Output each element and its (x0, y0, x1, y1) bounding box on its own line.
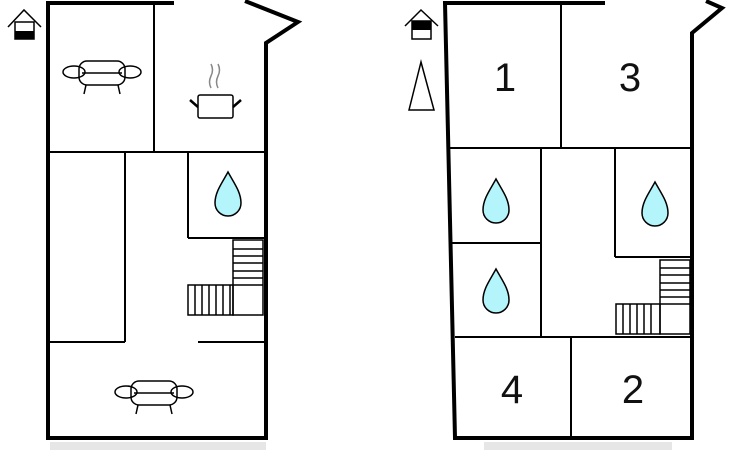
stairs-icon (187, 239, 264, 316)
interior-walls (48, 3, 266, 343)
shadow (484, 442, 672, 450)
bedroom-label-2: 2 (622, 368, 644, 412)
cooking-pot-icon (189, 63, 242, 119)
outer-wall (442, 0, 726, 440)
north-arrow-icon (408, 59, 435, 111)
house-upper-floor-icon (404, 8, 439, 40)
bedroom-label-1: 1 (494, 56, 516, 100)
stairs-icon (615, 259, 691, 335)
sofa-icon (114, 380, 194, 415)
interior-walls (449, 3, 692, 438)
water-drop-icon (482, 268, 510, 314)
upper-floor-plan: 1 3 4 2 (404, 0, 726, 450)
house-lower-floor-icon (7, 8, 42, 40)
bedroom-label-3: 3 (619, 56, 641, 100)
shadow (50, 442, 266, 450)
water-drop-icon (641, 181, 669, 227)
sofa-icon (62, 60, 142, 95)
ground-floor-plan (7, 0, 303, 450)
water-drop-icon (214, 171, 242, 217)
bedroom-label-4: 4 (501, 368, 523, 412)
water-drop-icon (482, 178, 510, 224)
outer-wall (46, 0, 303, 440)
